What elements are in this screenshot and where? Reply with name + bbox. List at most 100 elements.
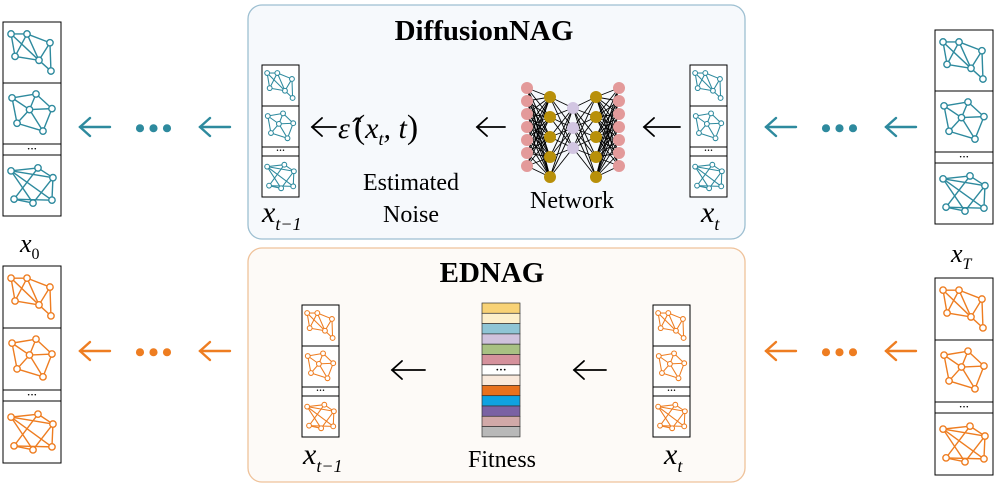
graph-node — [47, 311, 55, 320]
graph-node — [48, 350, 56, 358]
graph-node — [11, 52, 19, 61]
network-neuron — [544, 111, 556, 123]
small-ellipsis: ··· — [316, 385, 325, 395]
graph-node — [281, 161, 288, 168]
graph-stack-bottom-x-t-minus-1: ··· — [301, 304, 340, 438]
graph-edge — [10, 277, 40, 306]
graph-node — [955, 38, 963, 46]
graph-node — [692, 163, 699, 170]
left-arrow-icon — [572, 360, 607, 380]
graph-node — [980, 204, 988, 213]
graph-node — [979, 323, 987, 332]
network-neuron — [544, 151, 556, 163]
graph-node — [29, 445, 37, 454]
graph-node — [939, 286, 947, 295]
graph-node — [940, 351, 948, 360]
graph-node — [967, 313, 975, 321]
graph-edge — [981, 299, 984, 328]
graph-edge — [320, 410, 335, 429]
graph-edge — [16, 368, 44, 378]
network-neuron — [590, 171, 602, 183]
graph-edge — [948, 130, 976, 140]
graph-node — [35, 301, 43, 309]
fitness-segment — [481, 374, 521, 386]
graph-edge — [49, 42, 52, 72]
graph-node — [692, 70, 699, 76]
graph-edge — [42, 108, 53, 132]
graph-node — [48, 104, 56, 113]
graph-edge — [32, 423, 54, 451]
graph-edge — [268, 164, 285, 186]
graph-node — [13, 119, 21, 128]
estimated-noise-label-line2: Noise — [383, 202, 439, 228]
network-neuron — [521, 121, 533, 133]
graph-edge — [942, 289, 972, 318]
graph-node — [48, 442, 56, 451]
label-x-t-minus-1-bottom: xt−1 — [302, 438, 342, 476]
graph-node — [306, 422, 312, 429]
graph-node — [7, 413, 15, 422]
graph-node — [32, 335, 40, 344]
graph-node — [672, 401, 679, 408]
graph-node — [718, 183, 725, 190]
network-neuron — [590, 131, 602, 143]
graph-edge — [695, 166, 722, 172]
left-arrow-icon — [884, 116, 918, 138]
graph-edge — [942, 178, 985, 209]
graph-node — [655, 310, 662, 316]
graph-edge — [657, 406, 673, 429]
graph-node — [980, 362, 988, 370]
graph-edge — [974, 365, 985, 390]
graph-node — [692, 113, 699, 119]
graph-stack-x0: ··· — [2, 21, 62, 217]
graph-edge — [26, 33, 40, 61]
graph-stack-right-bottom: ··· — [934, 277, 994, 476]
graph-node — [290, 168, 297, 175]
left-arrow-icon — [78, 116, 112, 138]
left-arrow-icon — [198, 340, 232, 362]
graph-node — [318, 425, 325, 432]
network-neuron — [613, 108, 625, 120]
graph-edge — [10, 33, 40, 61]
estimated-noise-label-line1: Estimated — [363, 170, 459, 196]
graph-node — [706, 185, 713, 192]
graph-node — [23, 274, 31, 283]
graph-node — [943, 309, 951, 317]
graph-edge — [32, 177, 54, 204]
network-neuron — [567, 102, 579, 114]
graph-edge — [26, 277, 40, 306]
graph-node — [942, 203, 950, 212]
small-ellipsis: ··· — [27, 390, 37, 401]
graph-edge — [958, 289, 983, 300]
graph-edge — [10, 170, 34, 204]
graph-node — [710, 87, 716, 94]
graph-node — [717, 76, 723, 82]
network-neuron — [521, 160, 533, 172]
graph-node — [694, 85, 701, 92]
graph-edge — [946, 41, 960, 65]
left-arrow-icon — [390, 360, 426, 380]
graph-edge — [10, 416, 54, 425]
graph-edge — [981, 50, 984, 80]
graph-edge — [946, 289, 960, 314]
graph-node — [981, 432, 989, 440]
graph-node — [329, 316, 335, 322]
graph-edge — [671, 410, 686, 429]
graph-edge — [13, 413, 39, 447]
graph-node — [966, 422, 974, 431]
graph-node — [961, 207, 969, 215]
graph-node — [330, 423, 337, 430]
fitness-ellipsis: ··· — [495, 364, 506, 376]
graph-node — [665, 310, 672, 316]
graph-edge — [942, 178, 966, 212]
graph-node — [275, 120, 282, 127]
graph-edge — [942, 428, 986, 437]
graph-node — [671, 350, 677, 357]
network-neuron — [590, 91, 602, 103]
graph-node — [289, 95, 296, 101]
graph-node — [274, 70, 281, 76]
graph-stack-top-x-t-minus-1: ··· — [261, 64, 300, 198]
epsilon-formula: ε̂(xt, t) — [338, 109, 418, 149]
graph-node — [314, 310, 321, 316]
